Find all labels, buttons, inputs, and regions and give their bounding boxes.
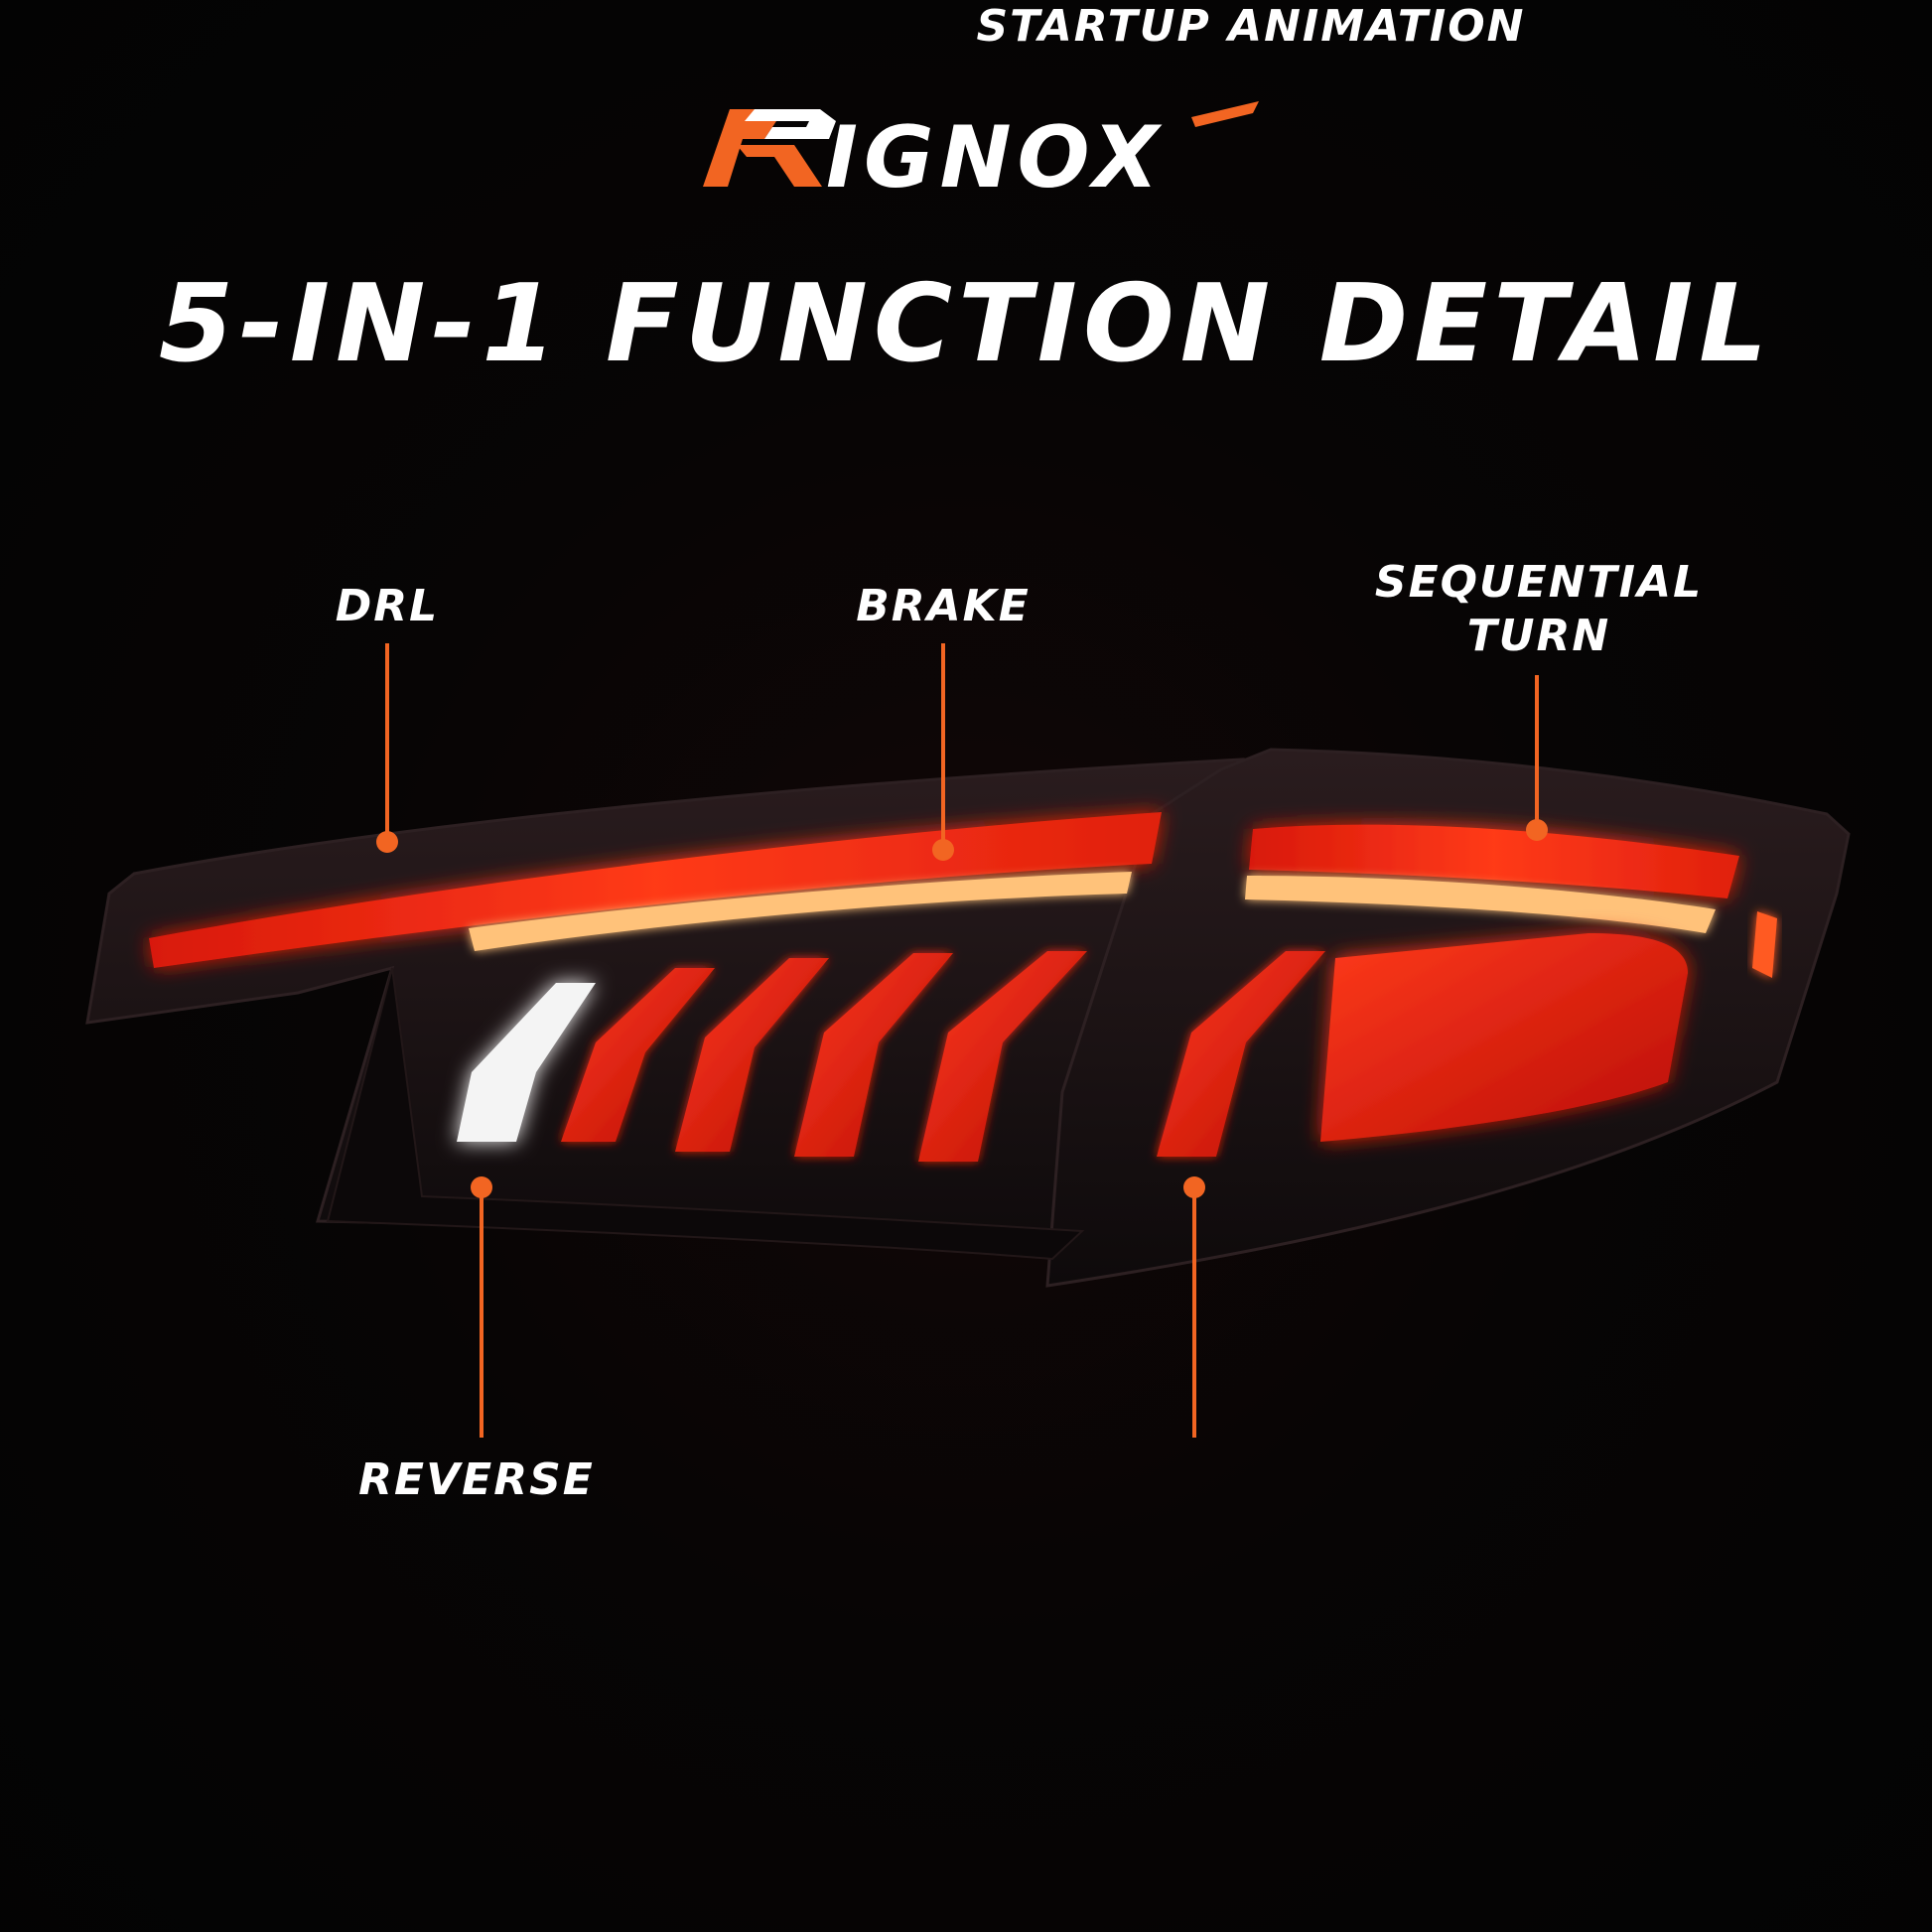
sequential-strip-left bbox=[469, 872, 1132, 951]
callout-startup-animation: STARTUP ANIMATION bbox=[976, 1, 1526, 52]
chevron-3 bbox=[794, 953, 953, 1157]
brand-logo: IGNOX bbox=[0, 87, 1932, 197]
drl-dot bbox=[376, 831, 398, 853]
callout-sequential-turn: SEQUENTIAL TURN bbox=[1320, 556, 1757, 663]
callout-brake: BRAKE bbox=[856, 581, 1031, 631]
sequential-turn-dot bbox=[1526, 819, 1548, 841]
leader-dots bbox=[376, 819, 1548, 1198]
callout-reverse: REVERSE bbox=[358, 1454, 595, 1505]
chevron-4 bbox=[918, 951, 1087, 1162]
callout-sequential-turn-line1: SEQUENTIAL bbox=[1374, 557, 1704, 608]
chevron-2 bbox=[675, 958, 829, 1152]
svg-text:IGNOX: IGNOX bbox=[826, 108, 1165, 197]
page-title: 5-IN-1 FUNCTION DETAIL bbox=[158, 262, 1774, 386]
startup-panel bbox=[1320, 933, 1688, 1142]
callout-sequential-turn-line2: TURN bbox=[1466, 611, 1611, 661]
reverse-dot bbox=[471, 1176, 492, 1198]
drl-light-bar bbox=[149, 812, 1162, 968]
brake-dot bbox=[932, 839, 954, 861]
leader-lines bbox=[385, 643, 1539, 1438]
brake-light-bar-right bbox=[1249, 824, 1739, 898]
callout-drl: DRL bbox=[335, 581, 440, 631]
startup-animation-dot bbox=[1183, 1176, 1205, 1198]
reverse-light bbox=[457, 983, 596, 1142]
chevron-5 bbox=[1157, 951, 1325, 1157]
rignox-logo-mark: IGNOX bbox=[703, 101, 1259, 197]
chevron-1 bbox=[561, 968, 715, 1142]
sequential-strip-right bbox=[1245, 876, 1716, 933]
